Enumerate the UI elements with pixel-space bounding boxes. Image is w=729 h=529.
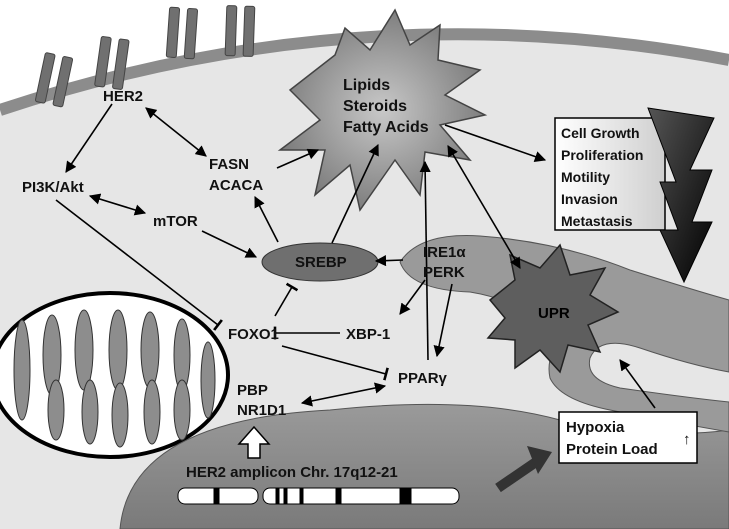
label-steroids: Steroids xyxy=(343,98,407,115)
edge-perk-pparg xyxy=(433,283,453,358)
her2-receptor xyxy=(224,5,256,57)
edge-ire1a-srebp xyxy=(374,255,404,267)
mitochondrion xyxy=(0,291,230,459)
stress-box xyxy=(558,411,698,464)
edges xyxy=(55,103,656,409)
label-foxo1: FOXO1 xyxy=(228,326,279,343)
edge-her2-pi3k xyxy=(65,103,113,173)
label-upr: UPR xyxy=(538,305,570,322)
label-pparg: PPARγ xyxy=(398,370,448,387)
edge-pi3k-foxo1-inhibit xyxy=(55,199,223,331)
label-protein-load: Protein Load xyxy=(566,441,658,458)
edge-her2-fasn xyxy=(145,107,207,157)
lightning-bolt-icon xyxy=(647,107,715,284)
label-pbp: PBP xyxy=(237,382,268,399)
chromosome xyxy=(177,487,460,505)
label-perk: PERK xyxy=(423,264,465,281)
outcome-item: Proliferation xyxy=(561,147,643,163)
label-fasn: FASN xyxy=(209,156,249,173)
edge-srebp-fasn xyxy=(254,196,279,243)
label-her2: HER2 xyxy=(103,88,143,105)
her2-receptor-group xyxy=(35,5,256,108)
label-acaca: ACACA xyxy=(209,177,263,194)
edge-pi3k-mtor xyxy=(88,193,147,216)
lipid-burst xyxy=(277,8,488,212)
edge-foxo1-srebp-inhibit xyxy=(274,282,299,317)
edge-fasn-lipids xyxy=(276,148,320,169)
label-lipids: Lipids xyxy=(343,77,390,94)
edge-lipids-upr xyxy=(447,145,521,269)
outcome-item: Metastasis xyxy=(561,213,633,229)
label-mtor: mTOR xyxy=(153,213,198,230)
amplicon-up-arrow xyxy=(237,425,271,459)
label-xbp1: XBP-1 xyxy=(346,326,390,343)
nucleus-to-er-arrowhead xyxy=(527,446,552,474)
label-srebp: SREBP xyxy=(295,254,347,271)
up-arrow-icon: ↑ xyxy=(683,431,691,448)
edge-lipids-outcomes xyxy=(444,124,547,162)
her2-receptor xyxy=(94,36,130,90)
edge-perk-xbp1 xyxy=(399,279,426,315)
label-hypoxia: Hypoxia xyxy=(566,419,625,436)
edge-stress-upr xyxy=(619,359,656,409)
outcome-item: Invasion xyxy=(561,191,618,207)
label-pi3k-akt: PI3K/Akt xyxy=(22,179,84,196)
her2-receptor xyxy=(35,52,74,108)
edge-pbp-pparg xyxy=(300,382,387,407)
edge-srebp-lipids xyxy=(331,143,379,244)
label-nr1d1: NR1D1 xyxy=(237,402,286,419)
nucleus-to-er-arrow xyxy=(495,457,539,493)
edge-mtor-srebp xyxy=(201,230,258,258)
label-ire1a: IRE1α xyxy=(423,244,466,261)
outcome-item: Motility xyxy=(561,169,610,185)
upr-burst xyxy=(486,243,620,374)
edge-foxo1-pparg-inhibit xyxy=(281,345,389,381)
outcome-item: Cell Growth xyxy=(561,125,640,141)
edge-pparg-lipids xyxy=(419,160,431,361)
outcomes-box xyxy=(554,117,666,231)
label-amplicon: HER2 amplicon Chr. 17q12-21 xyxy=(186,464,398,481)
label-fatty-acids: Fatty Acids xyxy=(343,119,429,136)
her2-receptor xyxy=(165,6,199,60)
